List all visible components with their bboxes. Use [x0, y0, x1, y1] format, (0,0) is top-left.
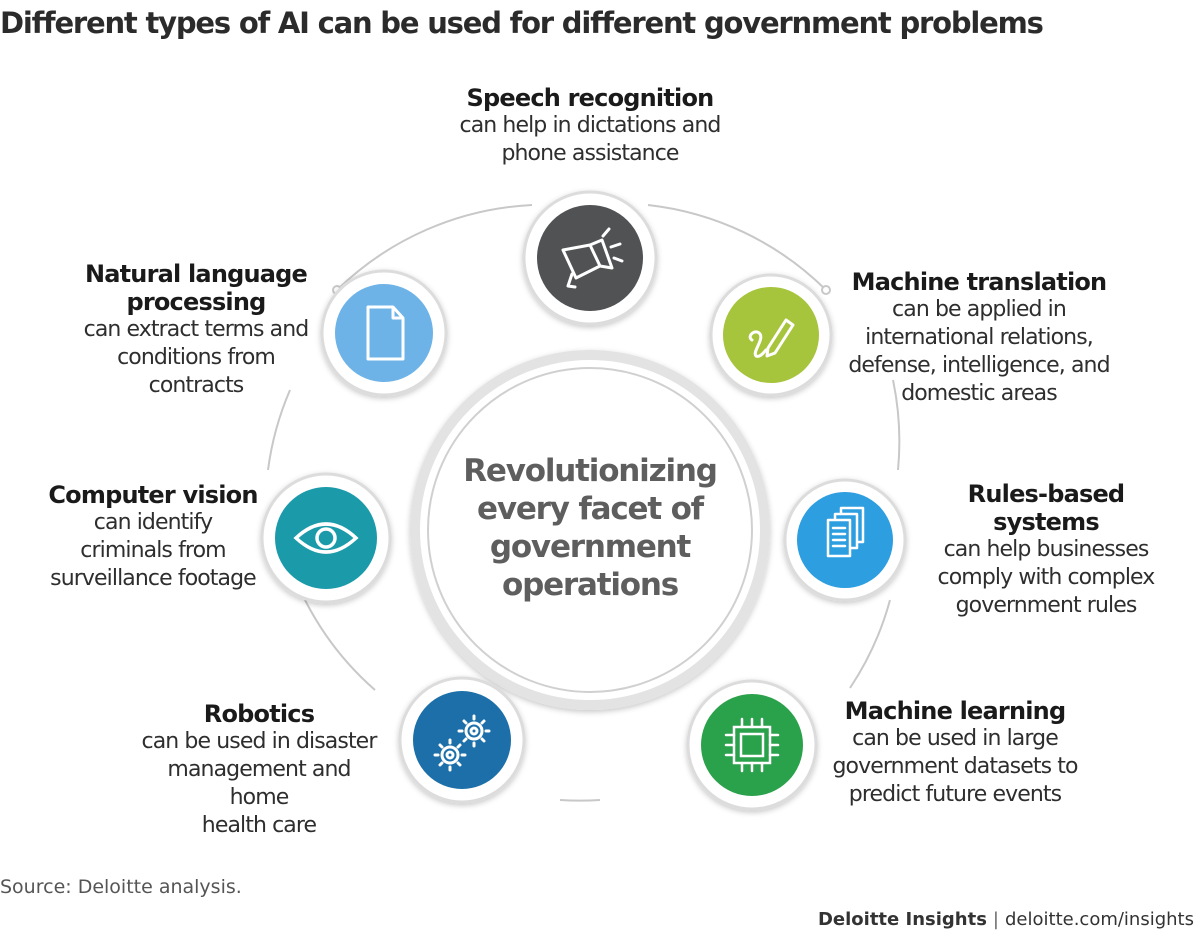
machine-learning-node: [686, 679, 818, 811]
footer-credit: Deloitte Insights| deloitte.com/insights: [818, 909, 1194, 930]
label-description: management and home: [167, 757, 351, 810]
label-heading: Robotics: [203, 700, 315, 728]
label-heading: Speech recognition: [466, 84, 715, 112]
label-description: criminals from: [80, 538, 226, 563]
label-heading: Rules-based systems: [967, 480, 1125, 536]
label-description: government rules: [955, 593, 1138, 618]
computer-vision-node: [260, 472, 392, 604]
machine-translation-node: [709, 273, 833, 397]
label-description: defense, intelligence, and: [848, 353, 1110, 378]
document-icon: [366, 305, 405, 361]
center-line: operations: [502, 567, 679, 603]
pen-scribble-icon: [748, 318, 795, 358]
center-statement: Revolutionizing every facet of governmen…: [460, 452, 720, 604]
rules-based-systems-node: [783, 478, 907, 602]
label-heading: Machine translation: [851, 268, 1108, 296]
label-description: can be used in large: [852, 726, 1059, 751]
robotics-label: Robotics can be used in disaster managem…: [140, 700, 378, 840]
label-heading: processing: [126, 288, 266, 316]
speech-recognition-node: [522, 190, 658, 326]
nlp-node: [320, 269, 448, 397]
label-description: can be applied in: [892, 297, 1067, 322]
label-heading: Natural language: [84, 260, 308, 288]
chip-icon: [724, 717, 780, 773]
label-description: comply with complex: [937, 565, 1156, 590]
machine-learning-label: Machine learning can be used in large go…: [832, 697, 1078, 809]
robotics-node: [398, 676, 526, 804]
footer-separator: |: [992, 909, 999, 930]
label-description: domestic areas: [901, 381, 1058, 406]
eye-icon: [293, 522, 359, 554]
label-heading: Computer vision: [48, 481, 258, 509]
label-description: government datasets to: [832, 754, 1078, 779]
label-description: conditions from contracts: [117, 345, 276, 398]
chart-title: Different types of AI can be used for di…: [0, 6, 1044, 40]
label-description: can help in dictations and: [459, 113, 722, 138]
machine-translation-label: Machine translation can be applied in in…: [840, 268, 1118, 408]
center-line: Revolutionizing: [463, 453, 718, 489]
computer-vision-label: Computer vision can identify criminals f…: [48, 481, 258, 593]
label-description: can extract terms and: [83, 317, 310, 342]
label-description: health care: [201, 813, 317, 838]
label-description: can be used in disaster: [141, 729, 378, 754]
megaphone-icon: [561, 227, 624, 289]
speech-recognition-label: Speech recognition can help in dictation…: [420, 84, 760, 168]
label-description: predict future events: [848, 782, 1062, 807]
center-circle: [410, 350, 770, 710]
source-note: Source: Deloitte analysis.: [0, 876, 242, 898]
label-description: phone assistance: [501, 141, 679, 166]
label-description: can identify: [93, 510, 213, 535]
gears-icon: [433, 714, 491, 772]
center-line: government: [489, 529, 691, 565]
center-line: every facet of: [477, 491, 704, 527]
label-description: international relations,: [865, 325, 1094, 350]
footer-url[interactable]: deloitte.com/insights: [1005, 909, 1194, 930]
documents-icon: [826, 506, 865, 558]
nlp-label: Natural language processing can extract …: [68, 260, 324, 400]
label-description: can help businesses: [943, 537, 1150, 562]
rules-based-systems-label: Rules-based systems can help businesses …: [920, 480, 1172, 620]
orbit-ring: [267, 204, 902, 802]
footer-brand: Deloitte Insights: [817, 909, 987, 930]
label-heading: Machine learning: [844, 697, 1066, 725]
label-description: surveillance footage: [50, 566, 257, 591]
